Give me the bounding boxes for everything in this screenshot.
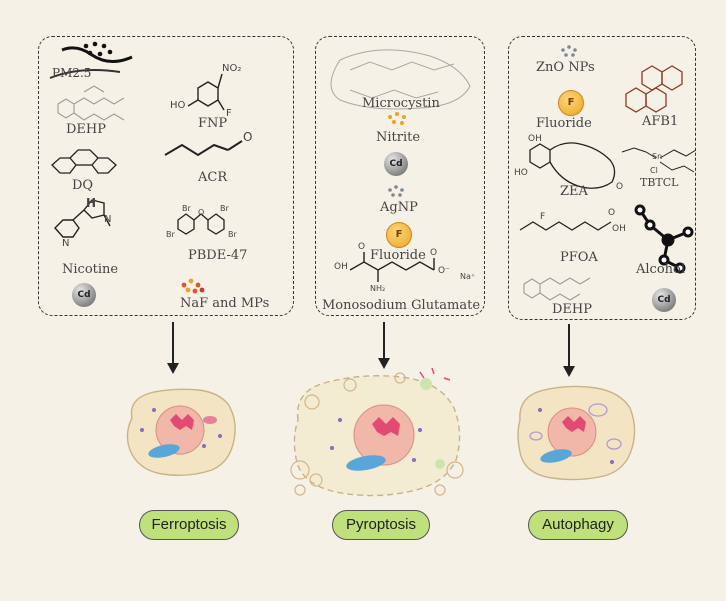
arrow-pyroptosis-icon [378,322,390,369]
msg-o-text-2: O [430,248,438,258]
pfoa-o-text: O [608,208,616,218]
pbde-br-text-3: Br [166,230,175,239]
pfoa-oh-text: OH [612,224,626,234]
cd-badge-1: Cd [72,283,96,307]
fluoride-badge-1: F [386,222,412,248]
label-dq: DQ [72,178,94,193]
pbde-br-text-4: Br [228,230,237,239]
agnp-particles-icon [388,185,404,197]
dehp-structure-icon [57,85,125,121]
zea-oh-text: OH [528,134,542,144]
nicotine-n-text-2: N [104,214,112,225]
label-nitrite: Nitrite [376,130,421,145]
pfoa-structure-icon [519,221,612,231]
zea-o-text: O [616,182,624,192]
label-fluoride-3: Fluoride [536,116,592,131]
fnp-ho-text: HO [170,100,186,111]
pm25-particles-icon [49,41,133,79]
label-fnp: FNP [198,116,228,131]
zea-structure-icon [529,142,616,189]
label-msg: Monosodium Glutamate [322,298,481,313]
msg-o-text-1: O [358,242,366,252]
pbde47-structure-icon [177,213,225,235]
fluoride-badge-2: F [558,90,584,116]
label-pbde47: PBDE-47 [188,248,248,263]
msg-oh-text: OH [334,262,348,272]
microcystin-structure-icon [330,49,471,110]
label-zno-nps: ZnO NPs [536,60,595,75]
msg-nh2-text: NH₂ [370,284,386,293]
tbtcl-cl-text: Cl [650,166,658,175]
label-pfoa: PFOA [560,250,598,265]
zno-particles-icon [561,45,577,57]
pbde-br-text-2: Br [220,204,229,213]
ferroptosis-inducer-box [38,36,294,316]
ferroptosis-cell-illustration [126,388,236,477]
alcohol-molecule-icon [634,204,694,274]
label-pm25: PM2.5 [52,66,92,80]
arrow-autophagy-icon [563,324,575,377]
afb1-structure-icon [625,65,683,113]
pbde-br-text-1: Br [182,204,191,213]
pbde-o-text: O [198,208,205,217]
fnp-no2-text: NO₂ [222,63,242,74]
zea-ho-text: HO [514,168,528,178]
label-fluoride-2: Fluoride [370,248,426,263]
label-microcystin: Microcystin [362,96,440,111]
ferroptosis-label: Ferroptosis [139,510,239,540]
label-afb1: AFB1 [642,114,679,129]
label-acr: ACR [198,170,228,185]
label-agnp: AgNP [380,200,418,215]
arrow-ferroptosis-icon [167,322,179,374]
acr-structure-icon [164,140,243,157]
cd-badge-2: Cd [384,152,408,176]
nicotine-h-text: H [86,196,97,210]
pyroptosis-inducer-box [315,36,485,316]
nitrite-particles-icon [388,112,406,125]
pyroptosis-label: Pyroptosis [332,510,430,540]
label-dehp-2: DEHP [552,302,592,317]
dq-structure-icon [51,149,117,174]
label-tbtcl: TBTCL [640,176,679,189]
msg-na-text: Na⁺ [460,272,476,281]
tbtcl-structure-icon [621,147,697,173]
msg-ominus-text: O⁻ [438,266,450,276]
naf-mps-particles-icon [181,278,205,294]
label-zea: ZEA [560,184,588,199]
acr-o-text: O [243,130,253,144]
label-naf-mps: NaF and MPs [180,296,270,311]
autophagy-inducer-box [508,36,696,320]
pyroptosis-cell-illustration [290,367,464,497]
tbtcl-sn-text: Sn [652,152,663,161]
dehp-structure-icon-2 [523,277,591,301]
autophagy-cell-illustration [517,385,636,481]
fnp-structure-icon [187,73,225,111]
label-dehp: DEHP [66,122,106,137]
fnp-f-text: F [226,108,232,119]
nicotine-n-text-1: N [62,238,70,249]
pfoa-f-text: F [540,212,546,222]
cd-badge-3: Cd [652,288,676,312]
label-nicotine: Nicotine [62,262,119,277]
autophagy-label: Autophagy [528,510,628,540]
msg-structure-icon [349,252,435,282]
label-alcohol: Alcohol [636,262,686,277]
nicotine-structure-icon [54,199,111,238]
